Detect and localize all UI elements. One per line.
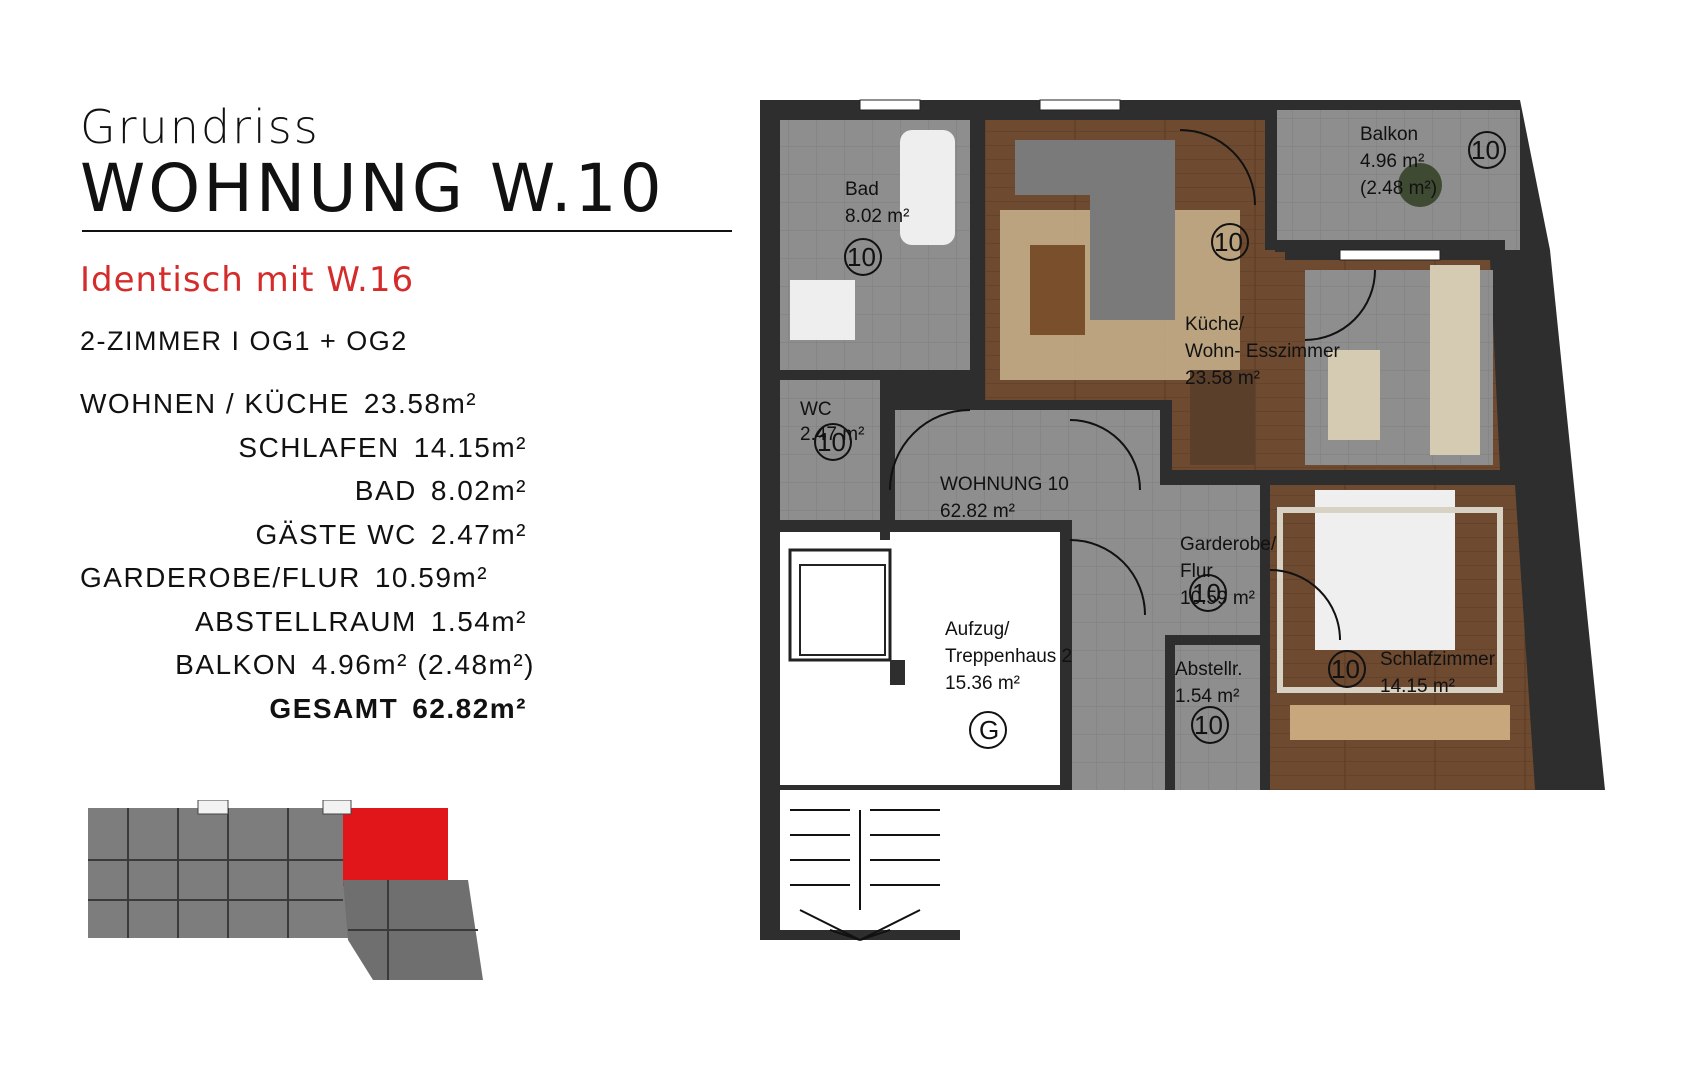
plan-label: Grundriss [80, 100, 320, 154]
balkon-area-weighted: (2.48 m²) [1360, 178, 1437, 199]
kueche-label-1: Küche/ [1185, 314, 1245, 335]
unit-markers: 10 10 10 10 10 10 10 G [814, 131, 1506, 749]
unit-marker [844, 238, 882, 276]
svg-text:10: 10 [1192, 578, 1221, 608]
aufzug-label-2: Treppenhaus 2 [945, 646, 1072, 667]
dining-table [1190, 370, 1255, 465]
sofa [1015, 140, 1175, 195]
svg-text:10: 10 [847, 242, 876, 272]
schlaf-label: Schlafzimmer [1380, 649, 1496, 670]
key-plan-highlight [343, 808, 448, 886]
rooms-floors: 2-ZIMMER I OG1 + OG2 [80, 326, 408, 356]
wc-label: WC [800, 399, 832, 420]
svg-text:10: 10 [1214, 227, 1243, 257]
coffee-table [1030, 245, 1085, 335]
door-swings [889, 129, 1376, 641]
unit-title: WOHNUNG W.10 [80, 150, 665, 227]
key-plan-walls [88, 808, 478, 980]
aufzug-label-1: Aufzug/ [945, 619, 1010, 640]
kitchen-counter [1430, 265, 1480, 455]
plant [1398, 163, 1442, 207]
svg-text:G: G [979, 715, 999, 745]
stair-marker [969, 711, 1007, 749]
abstell-label: Abstellr. [1175, 659, 1243, 680]
identical-note: Identisch mit W.16 [80, 260, 415, 300]
unit-marker [1189, 574, 1227, 612]
svg-text:10: 10 [1194, 710, 1223, 740]
bad-label: Bad [845, 179, 879, 200]
abstell-floor [1170, 645, 1255, 785]
flur-label-1: Garderobe/ [1180, 534, 1277, 555]
bed [1315, 490, 1455, 650]
unit-marker [1191, 706, 1229, 744]
flur-area: 10.59 m² [1180, 588, 1255, 609]
aufzug-area: 15.36 m² [945, 673, 1020, 694]
building-key-plan [88, 799, 508, 990]
svg-text:10: 10 [1331, 654, 1360, 684]
balkon-label: Balkon [1360, 124, 1418, 145]
kueche-area: 23.58 m² [1185, 368, 1260, 389]
title-divider [82, 230, 732, 232]
unit-marker [1211, 223, 1249, 261]
wohnung-label: WOHNUNG 10 [940, 474, 1069, 495]
unit-marker [1328, 650, 1366, 688]
key-plan-svg [88, 799, 483, 980]
abstell-area: 1.54 m² [1175, 686, 1239, 707]
shower [790, 280, 855, 340]
unit-marker [1468, 131, 1506, 169]
bad-area: 8.02 m² [845, 206, 909, 227]
kitchen-island [1328, 350, 1380, 440]
elevator-cab [799, 564, 886, 656]
floor-plan: Bad 8.02 m² WC 2.47 m² Küche/ Wohn- Essz… [760, 90, 1660, 1050]
interior-walls [760, 110, 1505, 790]
stairs [790, 809, 940, 941]
unit-marker [814, 423, 852, 461]
key-plan-stair [322, 799, 352, 815]
schlaf-area: 14.15 m² [1380, 676, 1455, 697]
key-plan-stair [197, 799, 229, 815]
kueche-label-2: Wohn- Esszimmer [1185, 341, 1341, 362]
balkon-area: 4.96 m² [1360, 151, 1424, 172]
svg-text:10: 10 [1471, 135, 1500, 165]
wardrobe [1290, 705, 1510, 740]
windows [859, 99, 1441, 261]
bedroom-rug [1277, 507, 1503, 693]
flur-label-2: Flur [1180, 561, 1213, 582]
bathtub [900, 130, 955, 245]
wc-floor [780, 380, 880, 545]
wohnung-area: 62.82 m² [940, 501, 1015, 522]
elevator-shaft [788, 548, 892, 662]
floor-plan-svg: Bad 8.02 m² WC 2.47 m² Küche/ Wohn- Essz… [760, 99, 1605, 941]
svg-text:10: 10 [817, 427, 846, 457]
sofa-chaise [1090, 190, 1175, 320]
